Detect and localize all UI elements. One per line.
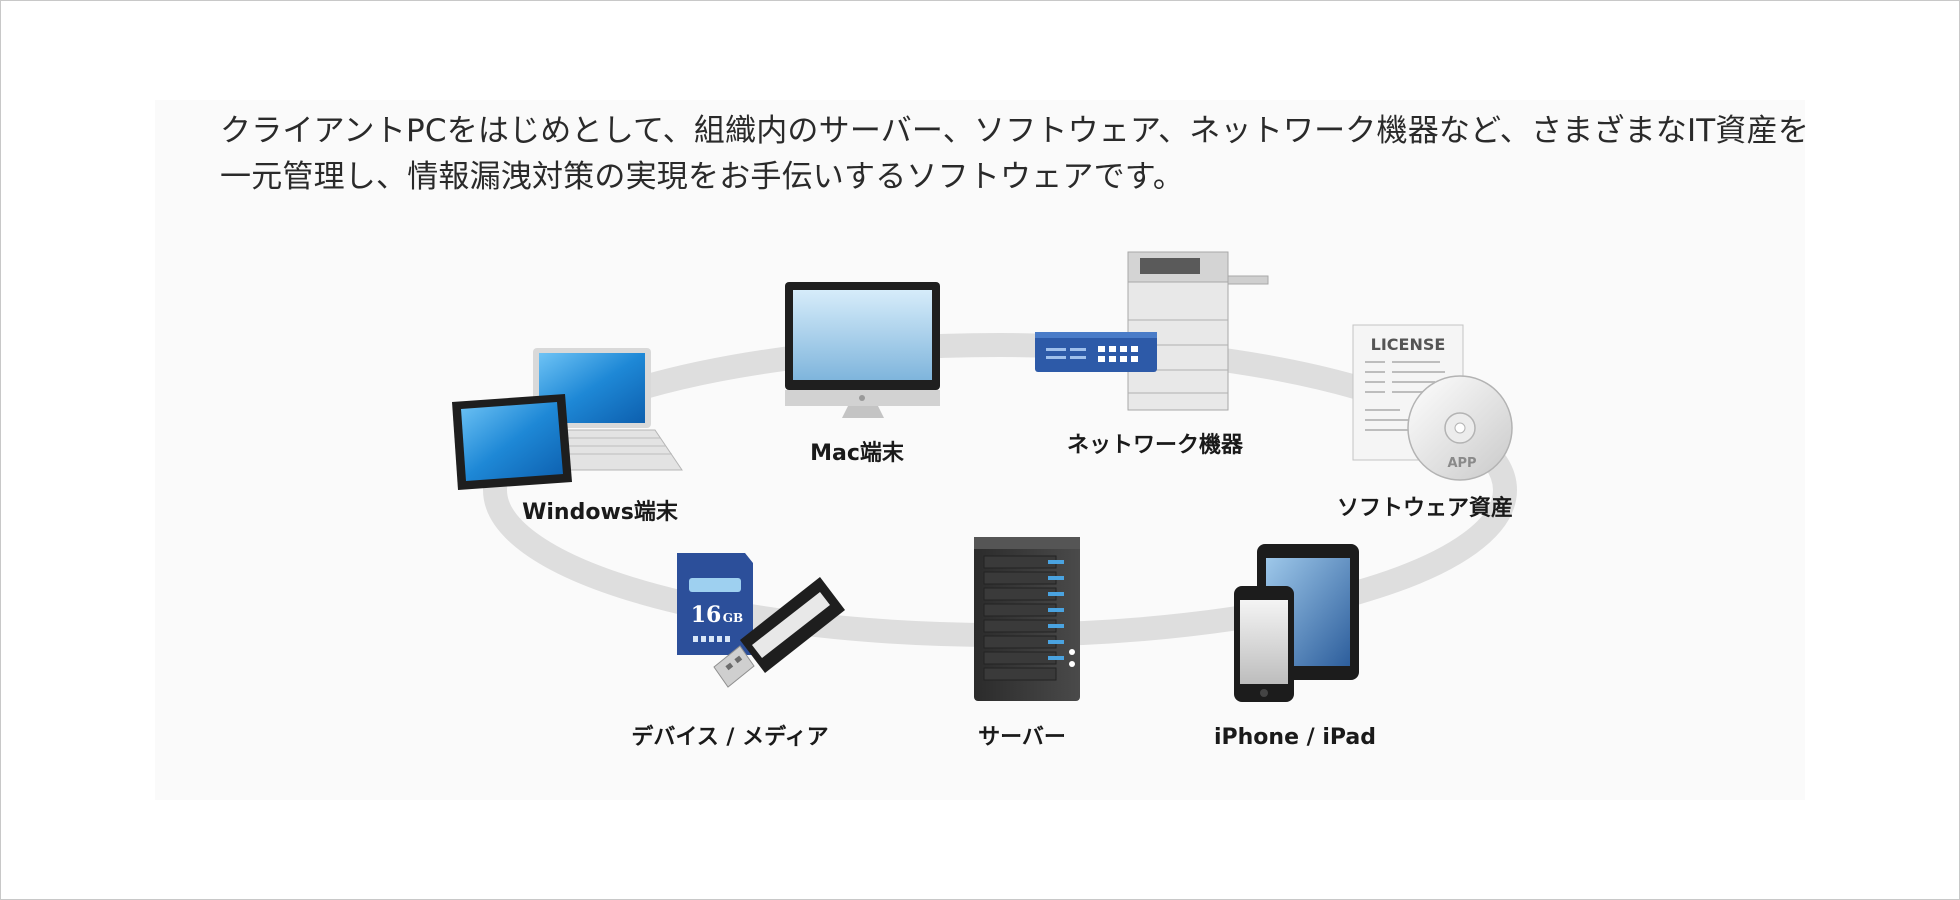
sd-card-capacity-unit: GB	[723, 611, 743, 625]
license-heading: LICENSE	[1371, 335, 1446, 354]
label-network: ネットワーク機器	[1067, 433, 1244, 458]
label-windows: Windows端末	[522, 500, 679, 525]
label-server: サーバー	[978, 725, 1066, 750]
server-icon	[974, 537, 1080, 701]
disc-text: APP	[1447, 456, 1476, 471]
network-icon	[1035, 251, 1269, 411]
software-icon: LICENSE APP	[1352, 324, 1513, 481]
intro-text: クライアントPCをはじめとして、組織内のサーバー、ソフトウェア、ネットワーク機器…	[220, 108, 1810, 200]
sd-card-capacity-number: 16	[691, 602, 722, 628]
iphone-ipad-icon	[1234, 544, 1359, 702]
label-mac: Mac端末	[810, 441, 905, 466]
label-iphone-ipad: iPhone / iPad	[1214, 725, 1376, 750]
device-media-icon: 16 GB	[677, 553, 845, 688]
intro-line-1: クライアントPCをはじめとして、組織内のサーバー、ソフトウェア、ネットワーク機器…	[220, 113, 1810, 149]
intro-line-2: 一元管理し、情報漏洩対策の実現をお手伝いするソフトウェアです。	[220, 159, 1185, 195]
mac-icon	[785, 282, 940, 418]
label-device-media: デバイス / メディア	[631, 724, 828, 750]
windows-device-icon	[452, 348, 683, 490]
label-software: ソフトウェア資産	[1337, 495, 1513, 521]
